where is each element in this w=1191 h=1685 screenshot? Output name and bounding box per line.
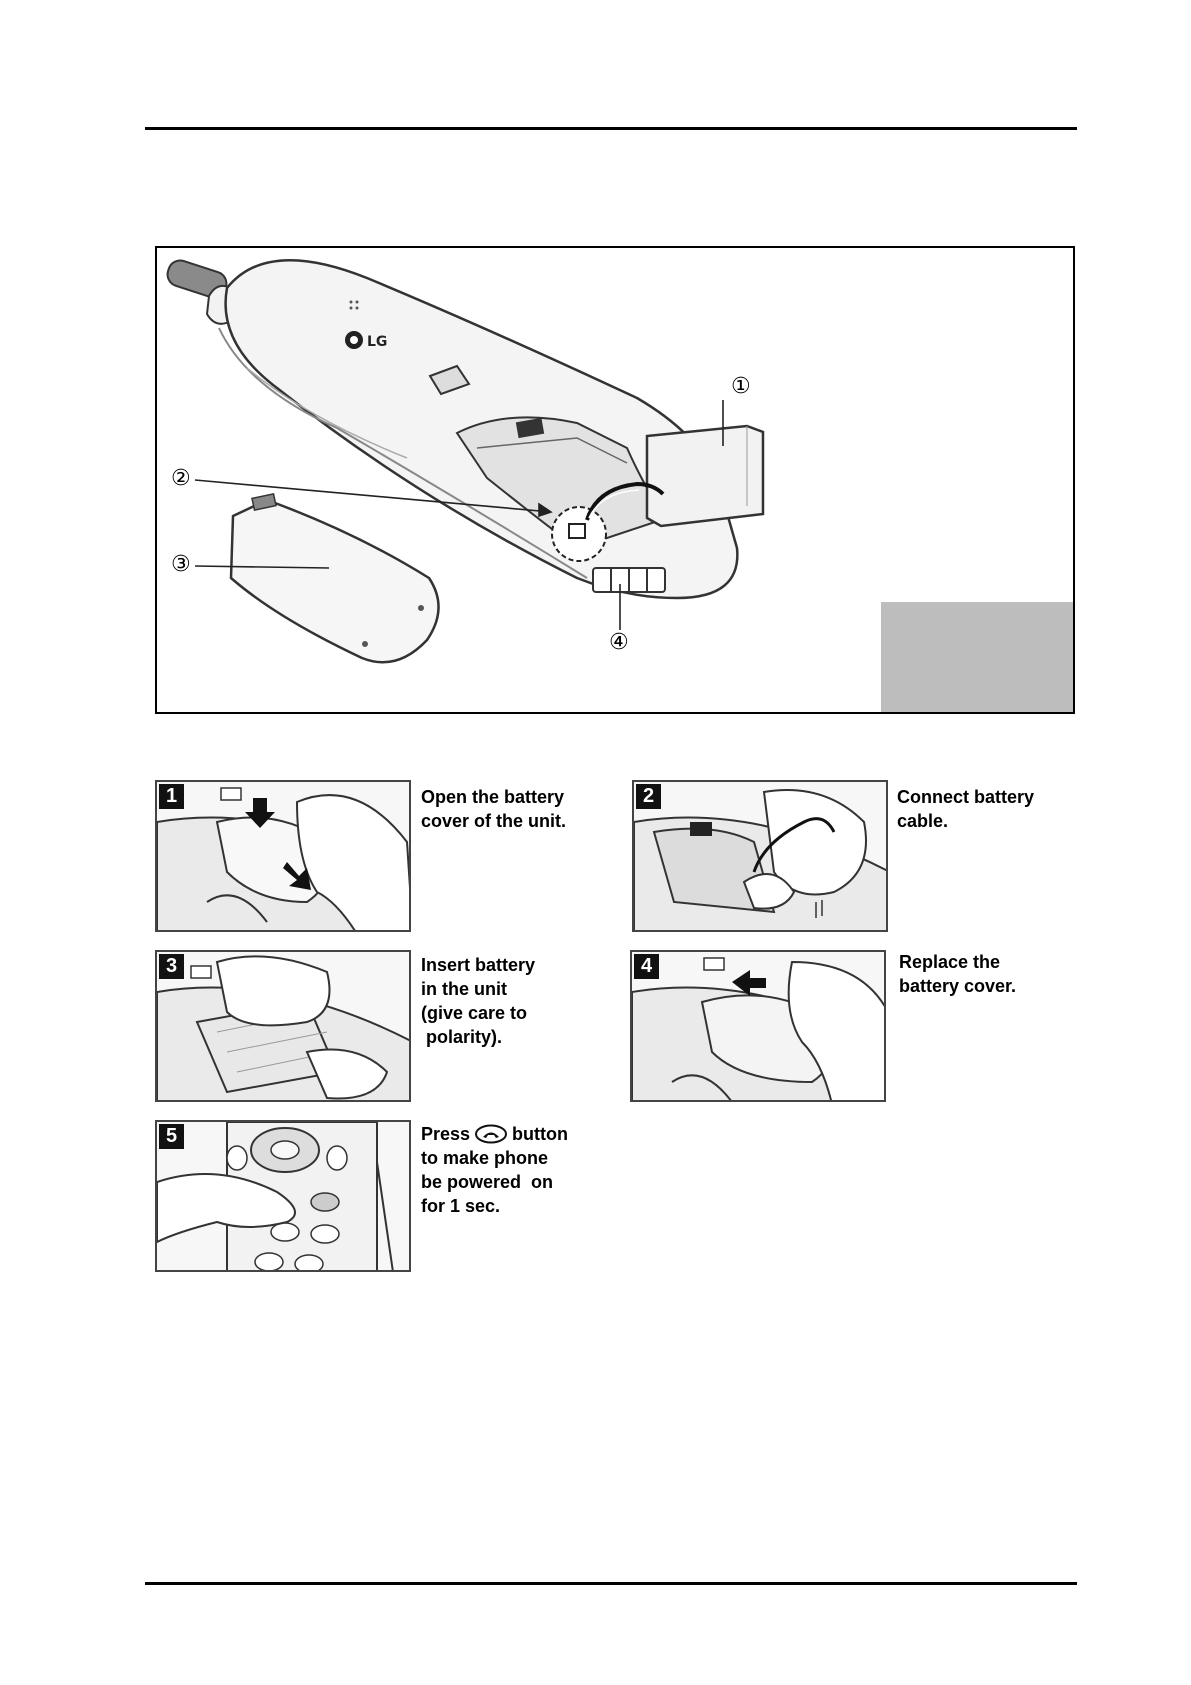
- step-5-text-after: button: [512, 1124, 568, 1144]
- step-2-number: 2: [636, 784, 661, 809]
- step-4-number: 4: [634, 954, 659, 979]
- svg-text:LG: LG: [367, 334, 387, 350]
- step-4-image: 4: [630, 950, 886, 1102]
- step-2-text: Connect battery cable.: [897, 785, 1034, 833]
- step-5-text-before: Press: [421, 1124, 470, 1144]
- callout-4: ④: [609, 632, 629, 654]
- step-5-number: 5: [159, 1124, 184, 1149]
- step-5-image: 5: [155, 1120, 411, 1272]
- battery-installation-figure: LG: [155, 246, 1075, 714]
- step-5-text-rest: to make phone be powered on for 1 sec.: [421, 1148, 553, 1216]
- step-1-number: 1: [159, 784, 184, 809]
- end-call-icon: [474, 1124, 508, 1144]
- step-1-image: 1: [155, 780, 411, 932]
- callout-3: ③: [171, 554, 191, 576]
- step-3-number: 3: [159, 954, 184, 979]
- callout-1: ①: [731, 376, 751, 398]
- callout-2: ②: [171, 468, 191, 490]
- step-5-text: Press button to make phone be powered on …: [421, 1122, 568, 1218]
- step-1-text: Open the battery cover of the unit.: [421, 785, 566, 833]
- step-4-text: Replace the battery cover.: [899, 950, 1016, 998]
- step-3-image: 3: [155, 950, 411, 1102]
- step-3-text: Insert battery in the unit (give care to…: [421, 953, 535, 1049]
- gray-placeholder-box: [881, 602, 1073, 712]
- battery-cover: [231, 494, 439, 662]
- charging-contacts: [593, 568, 665, 592]
- footer-rule: [145, 1582, 1077, 1585]
- header-rule: [145, 127, 1077, 130]
- step-2-image: 2: [632, 780, 888, 932]
- lg-logo: LG: [345, 331, 387, 350]
